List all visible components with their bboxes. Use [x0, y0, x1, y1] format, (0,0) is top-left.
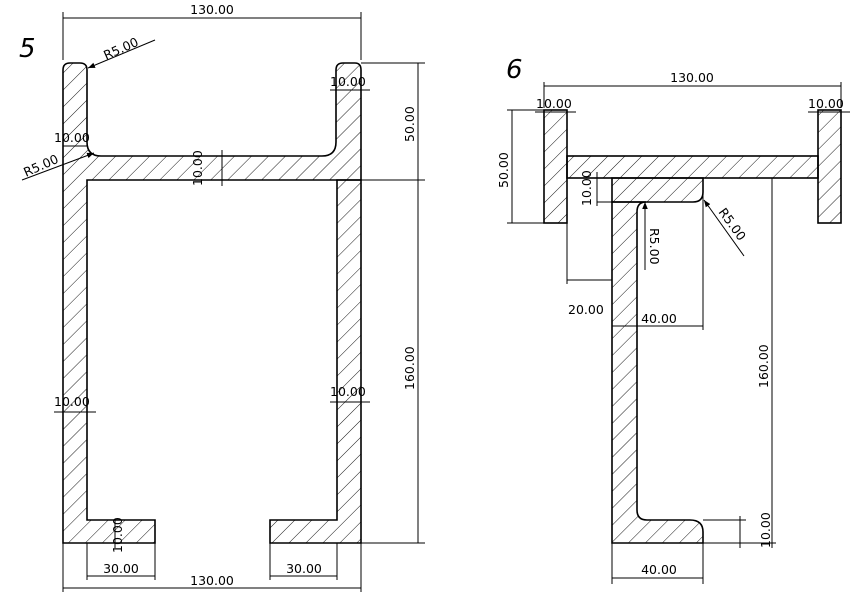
- dim-thk-right-top: 10.00: [330, 74, 366, 89]
- cap: [611, 177, 704, 203]
- dim-total-height-6: 160.00: [756, 344, 771, 388]
- dim-foot-right: 30.00: [286, 561, 322, 576]
- drawing-5: 5 130.00 R5.00 R5.00 10.00 10.00 10.00 5…: [19, 2, 425, 592]
- flange: [566, 155, 819, 179]
- dim-thk-left-mid: 10.00: [54, 394, 90, 409]
- dim-offset-6: 20.00: [568, 302, 604, 317]
- drawing-number-6: 6: [506, 55, 523, 85]
- dim-foot-left: 30.00: [103, 561, 139, 576]
- left-profile: [62, 62, 362, 544]
- dim-foot-thk-6: 10.00: [758, 512, 773, 548]
- dim-radius-inner-6: R5.00: [647, 228, 662, 265]
- dim-thk-right-mid: 10.00: [330, 384, 366, 399]
- dim-radius-outer-6: R5.00: [716, 205, 750, 243]
- dim-plate-right-thk: 10.00: [808, 96, 844, 111]
- dim-flange-height: 50.00: [402, 106, 417, 142]
- dim-web-thk-6: 10.00: [579, 170, 594, 206]
- dim-top-width: 130.00: [190, 2, 234, 17]
- dim-foot-width-6: 40.00: [641, 562, 677, 577]
- dim-plate-height: 50.00: [496, 152, 511, 188]
- left-plate: [543, 109, 568, 224]
- dim-web-thk: 10.00: [190, 150, 205, 186]
- dim-cap-width: 40.00: [641, 311, 677, 326]
- dim-foot-thk: 10.00: [110, 517, 125, 553]
- drawing-6: 6 130.00 10.00 10.00 50.00 10.00 R5: [496, 55, 850, 584]
- dim-thk-left-top: 10.00: [54, 130, 90, 145]
- dim-plate-left-thk: 10.00: [536, 96, 572, 111]
- right-plate: [817, 109, 842, 224]
- dim-radius-inner: R5.00: [21, 151, 61, 180]
- right-web: [269, 179, 362, 544]
- drawing-number-5: 5: [19, 34, 36, 64]
- dim-web-height: 160.00: [402, 346, 417, 390]
- dim-radius-top: R5.00: [101, 34, 141, 63]
- dim-top-width-6: 130.00: [670, 70, 714, 85]
- dim-bottom-width: 130.00: [190, 573, 234, 588]
- channel: [611, 201, 704, 544]
